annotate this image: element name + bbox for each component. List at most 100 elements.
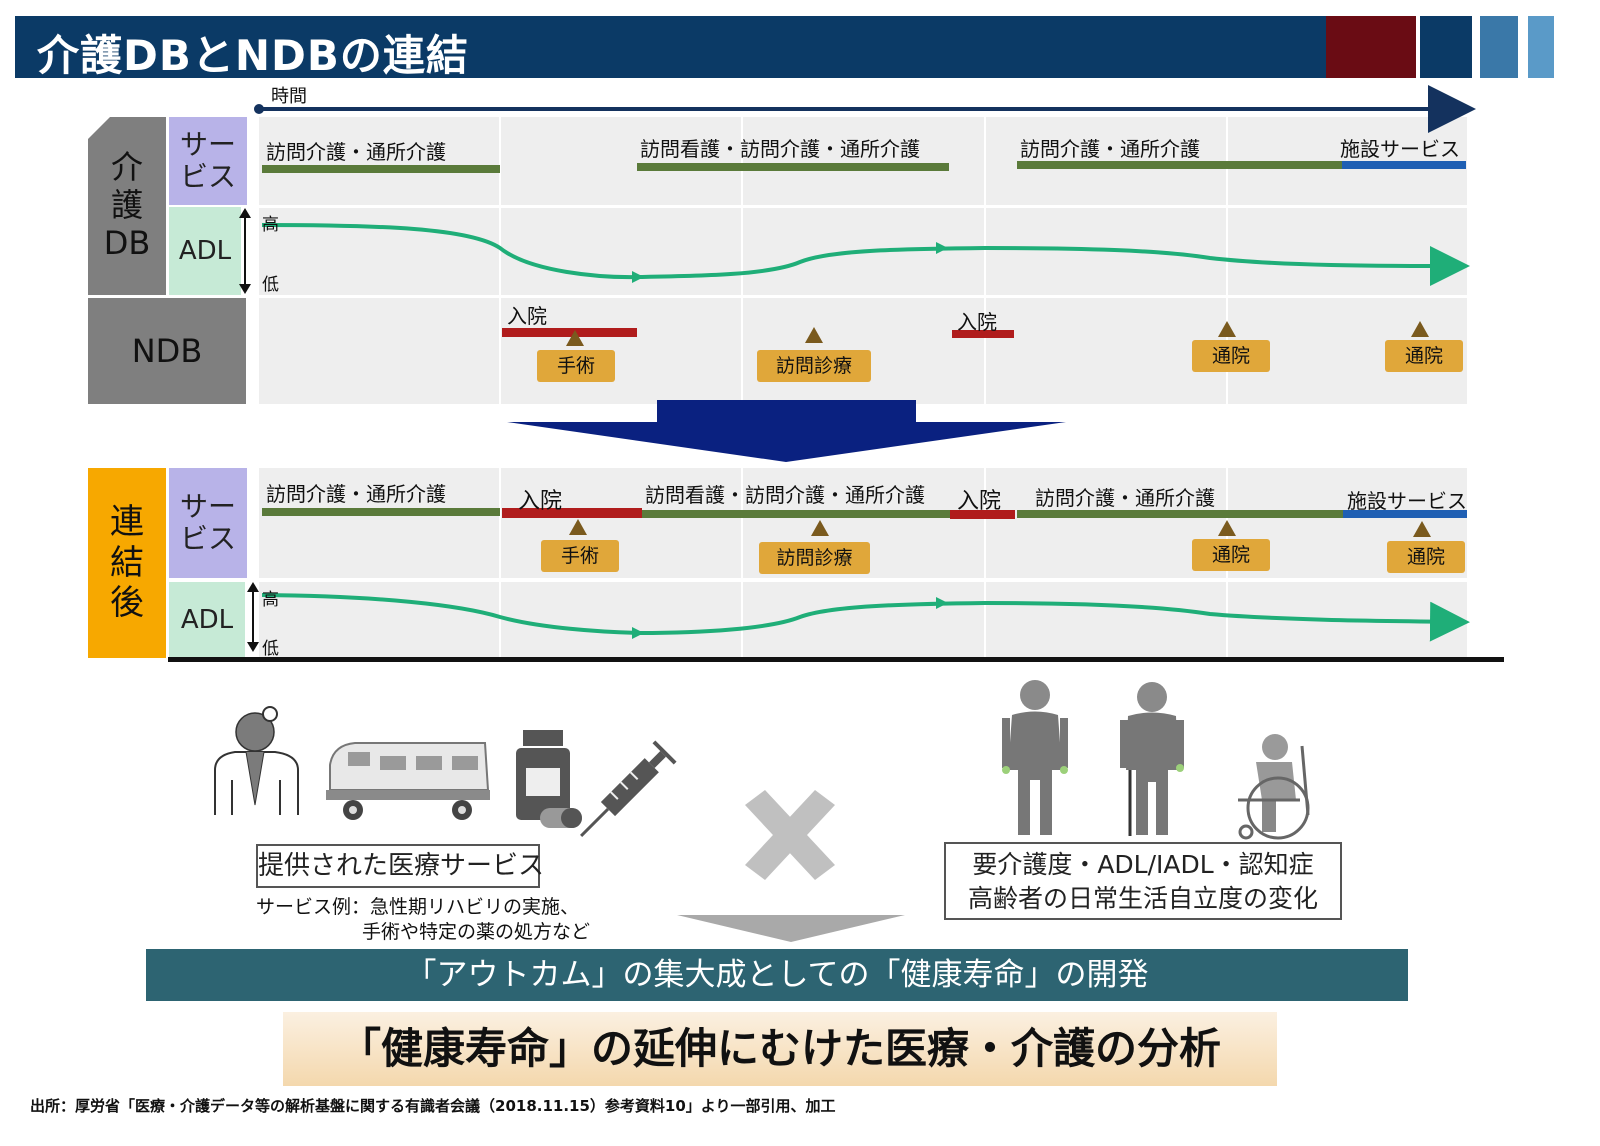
ndb-event-marker-3 xyxy=(1218,321,1236,337)
kaigo-service-bar-2 xyxy=(637,163,949,171)
linked-event-outpatient-1: 通院 xyxy=(1192,539,1270,571)
header-accent-block-3 xyxy=(1480,16,1518,78)
ndb-event-marker-2 xyxy=(805,327,823,343)
linked-event-home-visit: 訪問診療 xyxy=(759,542,870,574)
wheelchair-icon xyxy=(1238,734,1310,840)
down-arrow-icon xyxy=(677,915,905,942)
kaigo-adl-high: 高 xyxy=(262,215,279,235)
kaigo-adl-up-arrow xyxy=(239,208,251,218)
linked-adl-label-text: ADL xyxy=(180,605,234,635)
kaigo-adl-label: ADL xyxy=(169,207,241,295)
linked-service-text-1: 訪問介護・通所介護 xyxy=(266,482,446,506)
linked-adl-high: 高 xyxy=(262,590,279,610)
header-accent-block-1 xyxy=(1326,16,1416,78)
title-bar: 介護DBとNDBの連結 xyxy=(15,16,1356,80)
elderly-person-icon xyxy=(1002,680,1068,835)
outcome-banner: 「アウトカム」の集大成としての「健康寿命」の開発 xyxy=(146,949,1408,1001)
linked-service-bar-6 xyxy=(1343,510,1467,518)
linked-adl-panel xyxy=(259,582,1467,658)
source-citation: 出所：厚労省「医療・介護データ等の解析基盤に関する有識者会議（2018.11.1… xyxy=(30,1097,836,1115)
panel-dividers xyxy=(499,117,1228,658)
kaigo-db-label: 介 護 DB xyxy=(88,117,166,295)
linked-adl-low: 低 xyxy=(262,639,279,659)
ndb-event-home-visit: 訪問診療 xyxy=(757,350,871,382)
kaigo-db-label-3: DB xyxy=(103,223,151,262)
kaigo-service-bar-4 xyxy=(1342,161,1466,169)
kaigo-service-bar-3 xyxy=(1017,161,1342,169)
linked-event-marker-4 xyxy=(1413,521,1431,537)
linked-service-bar-4 xyxy=(950,510,1015,519)
ndb-label: NDB xyxy=(88,298,246,404)
kaigo-adl-mid-arrow-2 xyxy=(936,242,948,254)
header-accent-block-2 xyxy=(1420,16,1472,78)
ndb-event-outpatient-1: 通院 xyxy=(1192,340,1270,372)
linked-service-bar-2 xyxy=(502,508,642,518)
ndb-event-surgery: 手術 xyxy=(537,350,615,382)
elderly-cane-icon xyxy=(1120,682,1184,836)
timeline-axis-label: 時間 xyxy=(271,86,307,107)
ndb-hospital-text-2: 入院 xyxy=(957,310,997,334)
kaigo-service-bar-1 xyxy=(262,165,500,173)
header-accent-block-4 xyxy=(1528,16,1554,78)
linked-label: 連 結 後 xyxy=(88,468,166,658)
linked-service-text-5: 訪問介護・通所介護 xyxy=(1035,486,1215,510)
linked-service-bar-5 xyxy=(1017,510,1343,518)
kaigo-adl-down-arrow xyxy=(239,284,251,294)
linked-adl-up-arrow xyxy=(247,582,259,592)
linked-service-text-4: 入院 xyxy=(957,489,1002,514)
merge-down-arrow-icon xyxy=(507,400,1066,462)
kaigo-adl-label-text: ADL xyxy=(178,236,232,266)
kaigo-service-text-3: 訪問介護・通所介護 xyxy=(1020,137,1200,161)
linked-service-bar-1 xyxy=(262,508,500,516)
linked-event-surgery: 手術 xyxy=(541,540,619,572)
linked-service-text-3: 訪問看護・訪問介護・通所介護 xyxy=(645,483,925,507)
ndb-event-marker-1 xyxy=(566,330,584,346)
ambulance-icon xyxy=(326,742,490,820)
care-change-box-line-2: 高齢者の日常生活自立度の変化 xyxy=(967,884,1318,913)
care-change-box: 要介護度・ADL/IADL・認知症 高齢者の日常生活自立度の変化 xyxy=(944,842,1342,920)
linked-service-label-1: サー xyxy=(179,489,236,523)
medical-services-box: 提供された医療サービス xyxy=(256,844,544,888)
kaigo-service-text-2: 訪問看護・訪問介護・通所介護 xyxy=(640,137,920,161)
kaigo-db-label-1: 介 xyxy=(110,148,143,187)
ndb-event-outpatient-2: 通院 xyxy=(1385,340,1463,372)
kaigo-adl-mid-arrow-1 xyxy=(632,271,644,283)
linked-service-text-6: 施設サービス xyxy=(1347,489,1467,513)
ndb-hospital-bar-1 xyxy=(502,328,637,337)
conclusion-banner: 「健康寿命」の延伸にむけた医療・介護の分析 xyxy=(283,1012,1277,1086)
kaigo-service-label-2: ビス xyxy=(179,160,236,193)
linked-event-marker-2 xyxy=(811,520,829,536)
ndb-hospital-text-1: 入院 xyxy=(507,304,547,328)
medical-services-box-text: 提供された医療サービス xyxy=(258,851,545,881)
page-title: 介護DBとNDBの連結 xyxy=(37,31,469,80)
section-divider xyxy=(168,657,1504,662)
kaigo-service-label-1: サー xyxy=(179,127,236,161)
linked-event-outpatient-2: 通院 xyxy=(1387,541,1465,573)
linked-label-1: 連 xyxy=(110,501,144,542)
linked-service-text-2: 入院 xyxy=(518,489,563,514)
linked-adl-mid-arrow-2 xyxy=(936,597,948,609)
linked-label-3: 後 xyxy=(110,583,144,624)
linked-service-label: サー ビス xyxy=(169,468,247,578)
linked-adl-curve xyxy=(261,593,1470,642)
kaigo-db-label-2: 護 xyxy=(110,186,143,225)
linked-service-label-2: ビス xyxy=(179,522,236,555)
linked-adl-down-arrow xyxy=(247,642,259,652)
ndb-hospital-bar-2 xyxy=(952,330,1014,338)
medical-note-line-1: サービス例：急性期リハビリの実施、 xyxy=(256,896,580,918)
linked-label-2: 結 xyxy=(110,542,144,583)
cross-icon xyxy=(745,790,835,880)
kaigo-adl-curve xyxy=(261,223,1470,286)
kaigo-adl-low: 低 xyxy=(262,275,279,295)
medical-note-line-2: 手術や特定の薬の処方など xyxy=(362,921,591,943)
ndb-label-text: NDB xyxy=(131,332,203,370)
medicine-bottle-icon xyxy=(516,730,582,828)
syringe-icon xyxy=(580,740,677,837)
linked-event-marker-1 xyxy=(569,519,587,535)
care-change-box-line-1: 要介護度・ADL/IADL・認知症 xyxy=(972,850,1314,879)
kaigo-service-text-1: 訪問介護・通所介護 xyxy=(266,140,446,164)
kaigo-service-text-4: 施設サービス xyxy=(1340,137,1460,161)
linked-event-marker-3 xyxy=(1218,520,1236,536)
linked-adl-label: ADL xyxy=(169,582,245,658)
